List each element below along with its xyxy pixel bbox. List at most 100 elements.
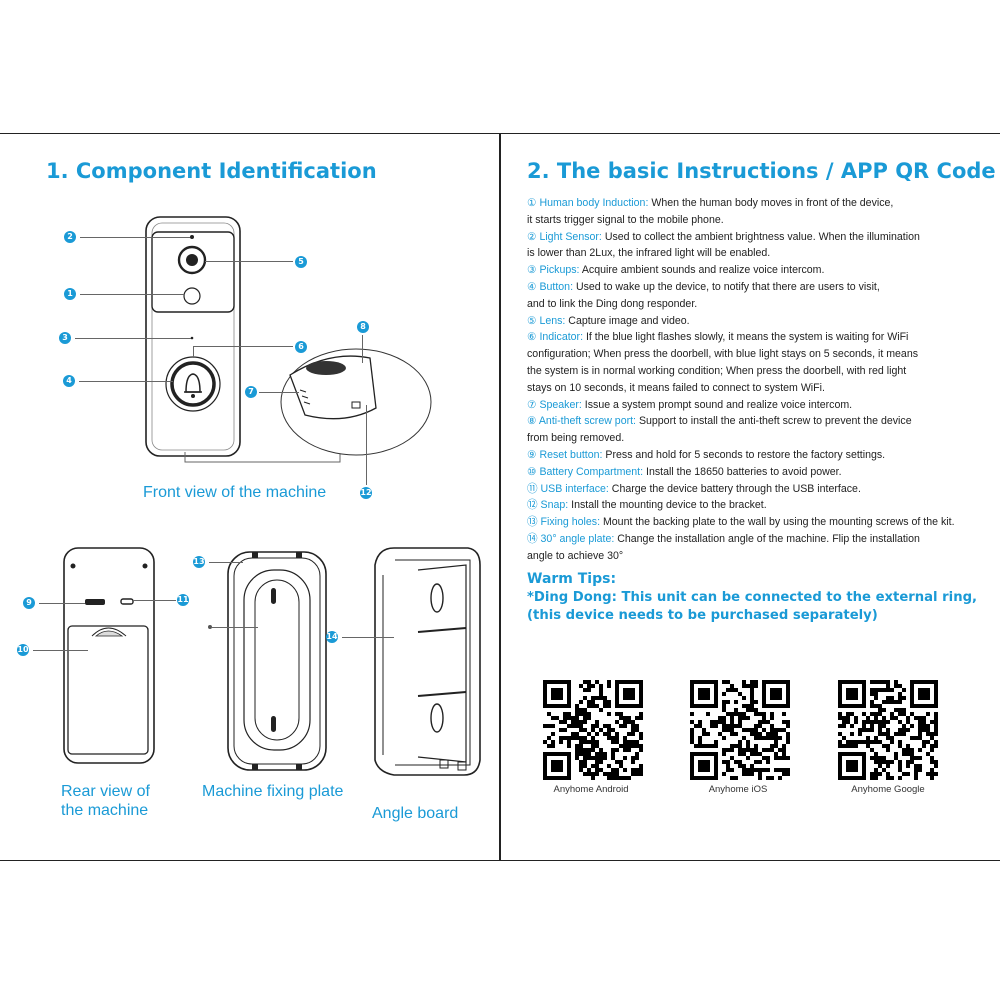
instruction-line: ⑭ 30° angle plate: Change the installati… [527, 531, 987, 548]
instruction-text: Charge the device battery through the US… [608, 482, 861, 495]
caption-fixing-plate: Machine fixing plate [202, 783, 344, 800]
leader-2 [80, 237, 190, 238]
instruction-text: and to link the Ding dong responder. [527, 297, 698, 310]
instruction-term: ⑨ Reset button: [527, 448, 603, 461]
instruction-line: ⑧ Anti-theft screw port: Support to inst… [527, 413, 987, 430]
instruction-text: If the blue light flashes slowly, it mea… [583, 331, 909, 344]
instruction-term: ⑫ Snap: [527, 499, 569, 512]
instruction-list: ① Human body Induction: When the human b… [527, 195, 987, 565]
instruction-text: Capture image and video. [565, 314, 690, 327]
instruction-line: ⑩ Battery Compartment: Install the 18650… [527, 464, 987, 481]
instruction-text: Press and hold for 5 seconds to restore … [602, 448, 886, 461]
instruction-text: stays on 10 seconds, it means failed to … [527, 381, 825, 394]
instruction-line: ① Human body Induction: When the human b… [527, 195, 987, 212]
instruction-line: ⑫ Snap: Install the mounting device to t… [527, 497, 987, 514]
callout-13: 13 [193, 556, 205, 568]
leader-plate [212, 627, 258, 628]
instruction-text: Mount the backing plate to the wall by u… [600, 516, 955, 529]
instruction-line: angle to achieve 30° [527, 548, 987, 565]
instruction-text: Change the installation angle of the mac… [614, 532, 920, 545]
caption-front-view: Front view of the machine [143, 484, 327, 501]
callout-6: 6 [295, 341, 307, 353]
leader-8 [362, 335, 363, 363]
leader-6-drop [193, 346, 194, 358]
instruction-line: stays on 10 seconds, it means failed to … [527, 380, 987, 397]
qr-label-ios: Anyhome iOS [708, 784, 768, 795]
instruction-term: ① Human body Induction: [527, 197, 649, 209]
leader-10 [33, 650, 88, 651]
section-title-components: 1. Component Identification [46, 159, 377, 183]
instruction-term: ⑩ Battery Compartment: [527, 465, 644, 478]
instruction-term: ③ Pickups: [527, 264, 580, 277]
qr-label-android: Anyhome Android [553, 784, 629, 795]
instruction-text: Support to install the anti-theft screw … [636, 415, 912, 428]
column-divider [499, 133, 501, 861]
callout-1: 1 [64, 288, 76, 300]
caption-angle-board: Angle board [372, 805, 459, 822]
instruction-term: ④ Button: [527, 280, 574, 293]
callout-3: 3 [59, 332, 71, 344]
callout-12: 12 [360, 487, 372, 499]
instruction-text: it starts trigger signal to the mobile p… [527, 213, 724, 226]
instruction-term: ⑥ Indicator: [527, 331, 584, 344]
instruction-text: is lower than 2Lux, the infrared light w… [527, 247, 771, 260]
instruction-term: ⑪ USB interface: [527, 482, 609, 495]
instruction-text: from being removed. [527, 432, 625, 445]
instruction-line: configuration; When press the doorbell, … [527, 346, 987, 363]
callout-7: 7 [245, 386, 257, 398]
callout-9: 9 [23, 597, 35, 609]
instruction-line: it starts trigger signal to the mobile p… [527, 212, 987, 229]
instruction-text: angle to achieve 30° [527, 549, 624, 562]
callout-11: 11 [177, 594, 189, 606]
warm-tips-line-1: *Ding Dong: This unit can be connected t… [527, 590, 978, 605]
instruction-line: ⑥ Indicator: If the blue light flashes s… [527, 329, 987, 346]
instruction-line: from being removed. [527, 430, 987, 447]
callout-10: 10 [17, 644, 29, 656]
caption-rear-view-2: the machine [61, 802, 149, 819]
instruction-line: and to link the Ding dong responder. [527, 296, 987, 313]
leader-4 [79, 381, 173, 382]
instruction-line: ⑤ Lens: Capture image and video. [527, 313, 987, 330]
instruction-line: ⑦ Speaker: Issue a system prompt sound a… [527, 397, 987, 414]
qr-code-ios-icon[interactable] [690, 680, 790, 780]
instruction-text: When the human body moves in front of th… [648, 197, 894, 209]
instruction-text: configuration; When press the doorbell, … [527, 348, 919, 361]
instruction-line: is lower than 2Lux, the infrared light w… [527, 245, 987, 262]
instruction-text: Used to wake up the device, to notify th… [573, 280, 880, 293]
leader-11 [133, 600, 176, 601]
section-title-instructions: 2. The basic Instructions / APP QR Code [527, 159, 996, 183]
callout-2: 2 [64, 231, 76, 243]
leader-6 [193, 346, 293, 347]
instruction-term: ⑧ Anti-theft screw port: [527, 415, 636, 428]
instruction-text: the system is in normal working conditio… [527, 364, 907, 377]
qr-code-google-icon[interactable] [838, 680, 938, 780]
caption-rear-view-1: Rear view of [61, 783, 150, 800]
instruction-term: ② Light Sensor: [527, 230, 602, 243]
callout-4: 4 [63, 375, 75, 387]
leader-12 [366, 405, 367, 485]
leader-9 [39, 603, 85, 604]
instruction-line: the system is in normal working conditio… [527, 363, 987, 380]
leader-3 [75, 338, 191, 339]
qr-label-google: Anyhome Google [851, 784, 925, 795]
warm-tips-line-2: (this device needs to be purchased separ… [527, 608, 878, 623]
instruction-text: Install the mounting device to the brack… [568, 499, 767, 512]
plate-leader-dot [208, 625, 212, 629]
leader-5 [205, 261, 293, 262]
instruction-line: ⑪ USB interface: Charge the device batte… [527, 481, 987, 498]
instruction-text: Issue a system prompt sound and realize … [581, 398, 853, 411]
instruction-line: ③ Pickups: Acquire ambient sounds and re… [527, 262, 987, 279]
instruction-line: ⑬ Fixing holes: Mount the backing plate … [527, 514, 987, 531]
instruction-term: ⑤ Lens: [527, 314, 566, 327]
instruction-term: ⑭ 30° angle plate: [527, 532, 615, 545]
instruction-text: Install the 18650 batteries to avoid pow… [643, 465, 842, 478]
instruction-text: Used to collect the ambient brightness v… [601, 230, 920, 243]
callout-8: 8 [357, 321, 369, 333]
instruction-line: ④ Button: Used to wake up the device, to… [527, 279, 987, 296]
leader-14 [342, 637, 394, 638]
warm-tips-title: Warm Tips: [527, 571, 617, 587]
leader-13 [209, 562, 243, 563]
qr-code-android-icon[interactable] [543, 680, 643, 780]
